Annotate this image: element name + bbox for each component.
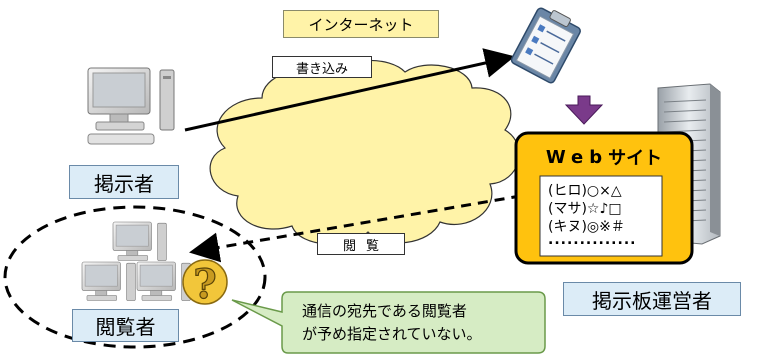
computer-icon [87,67,175,145]
computer-icon [81,261,136,301]
website-post-area [539,175,663,257]
down-arrow [564,95,604,125]
website-title-latin: Web [545,146,609,168]
computer-icon [112,221,167,261]
post-entry: (マサ)☆♪□ [548,201,622,217]
operator-label: 掲示板運営者 [563,282,741,316]
viewer-group-ellipse [3,205,267,349]
callout-bubble [231,291,546,354]
internet-cloud [209,59,520,245]
write-label: 書き込み [272,56,372,78]
browse-arrow [189,191,539,263]
svg-text:?: ? [193,261,216,308]
browse-label: 閲覧 [317,233,405,255]
post-ellipsis: .............. [548,232,637,248]
callout-line-2: が予め指定されていない。 [302,324,482,343]
post-entry: (キヌ)◎※＃ [548,219,625,235]
write-arrow [184,48,515,132]
website-title-kana: サイト [608,148,663,169]
internet-label: インターネット [283,10,439,38]
callout-line-1: 通信の宛先である閲覧者 [302,301,467,320]
callout-text: 通信の宛先である閲覧者 が予め指定されていない。 [282,292,545,353]
clipboard-icon [510,7,581,84]
viewer-label: 閲覧者 [72,309,179,342]
post-entry: (ヒロ)○×△ [548,183,622,199]
question-icon: ? [182,259,228,309]
poster-label: 掲示者 [69,165,179,199]
